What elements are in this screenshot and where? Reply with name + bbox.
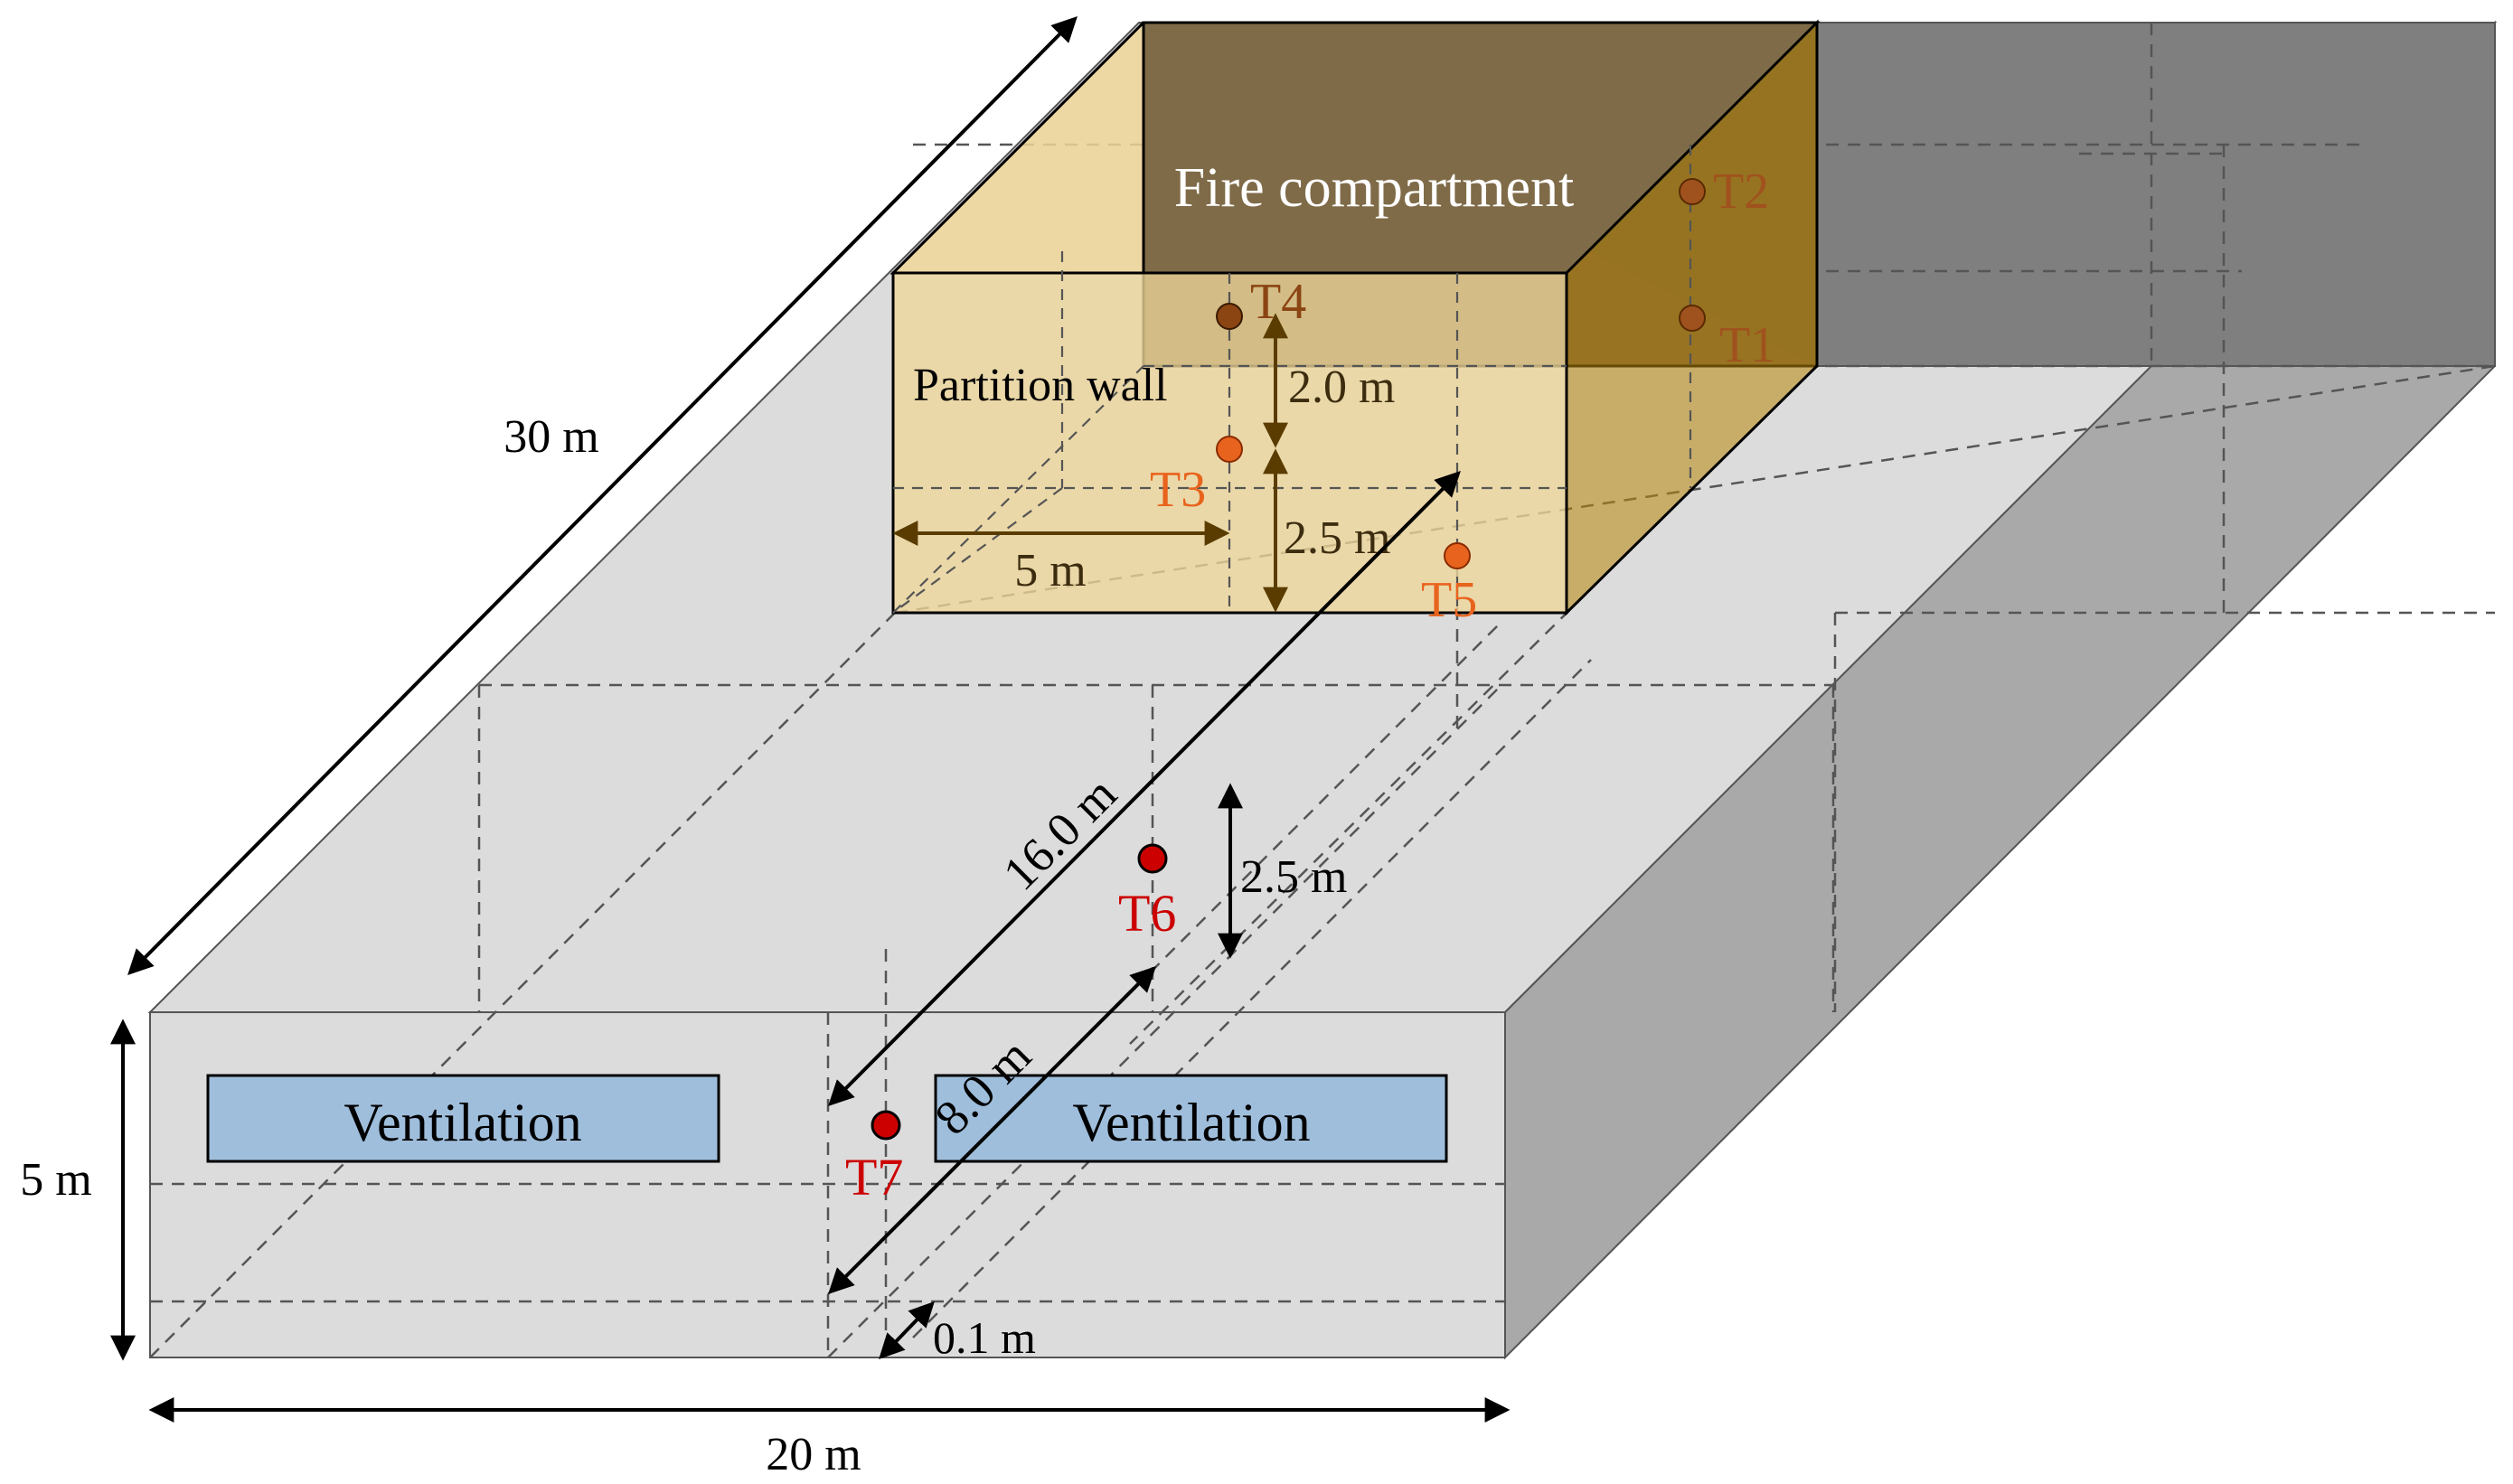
sensor-t2-label: T2 — [1713, 164, 1769, 220]
height-label: 5 m — [20, 1154, 91, 1206]
t7-gap-arrow — [879, 1301, 935, 1360]
length-label: 30 m — [504, 411, 598, 463]
overall-dimensions — [110, 16, 1511, 1423]
t6-height-label: 2.5 m — [1240, 851, 1347, 903]
sensor-t6 — [1137, 843, 1168, 874]
sensor-t1 — [1679, 305, 1706, 332]
sensor-t3-label: T3 — [1150, 462, 1206, 518]
ventilation-right-label: Ventilation — [1072, 1093, 1310, 1152]
t4-t3-label: 2.0 m — [1288, 362, 1395, 413]
t7-gap-label: 0.1 m — [933, 1312, 1036, 1363]
sensor-t1-label: T1 — [1719, 317, 1775, 373]
width-label: 20 m — [766, 1429, 861, 1480]
inclined-dimensions — [828, 471, 1461, 1360]
partition-wall-label: Partition wall — [913, 360, 1168, 411]
sensor-t3 — [1216, 436, 1243, 463]
sensor-t5-label: T5 — [1421, 572, 1477, 628]
sensor-t4-label: T4 — [1250, 274, 1306, 330]
t6-t7-arrow — [828, 966, 1156, 1294]
sensor-t6-label: T6 — [1118, 884, 1176, 943]
sensor-t7-label: T7 — [845, 1148, 903, 1207]
sensor-t5 — [1444, 542, 1471, 569]
sensor-t7 — [871, 1110, 901, 1141]
ventilation-left — [206, 1074, 720, 1163]
sensor-t2 — [1679, 178, 1706, 205]
ventilation-left-label: Ventilation — [344, 1093, 581, 1152]
sensor-t4 — [1216, 303, 1243, 330]
length-arrow — [127, 16, 1078, 975]
sensors: T1 T2 T3 T4 T5 T6 T7 — [845, 164, 1775, 1207]
wall-offset-label: 5 m — [1014, 545, 1086, 596]
fire-compartment-label: Fire compartment — [1174, 157, 1574, 219]
